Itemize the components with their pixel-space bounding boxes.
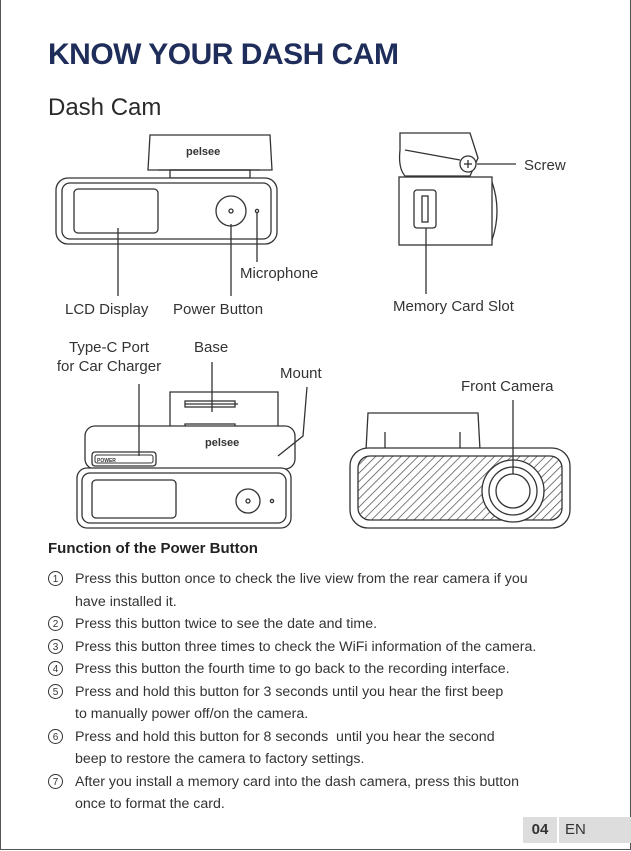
front-camera-label: Front Camera: [461, 378, 554, 395]
brand-logo: pelsee: [186, 146, 220, 158]
camera-with-mount: [76, 362, 308, 529]
type-c-port-label: Type-C Port for Car Charger: [50, 338, 168, 376]
step-item: 3 Press this button three times to check…: [48, 636, 608, 659]
base-label: Base: [194, 339, 229, 356]
power-button-label: Power Button: [173, 301, 264, 318]
step-text-line1: Press this button once to check the live…: [75, 571, 528, 587]
step-text-line2: once to format the card.: [75, 796, 225, 812]
camera-side-view: [398, 132, 516, 294]
dash-cam-diagram: pelsee POWER pelsee: [55, 132, 571, 529]
step-item: 4 Press this button the fourth time to g…: [48, 658, 608, 681]
camera-front-view: [55, 134, 278, 296]
step-number: 5: [48, 683, 63, 699]
brand-logo-mount: pelsee: [205, 437, 239, 449]
lcd-display-label: LCD Display: [65, 301, 149, 318]
step-text-line2: have installed it.: [75, 593, 177, 610]
memory-card-slot-label: Memory Card Slot: [393, 298, 514, 315]
step-number: 7: [48, 773, 63, 789]
function-title: Function of the Power Button: [48, 540, 258, 557]
step-item: 7 After you install a memory card into t…: [48, 771, 608, 816]
page-number: 04: [523, 817, 557, 843]
step-item: 1 Press this button once to check the li…: [48, 568, 608, 613]
type-c-port-label-line2: for Car Charger: [56, 358, 162, 375]
steps-list: 1 Press this button once to check the li…: [48, 568, 608, 816]
language-badge: EN: [559, 817, 631, 843]
step-number: 4: [48, 661, 63, 676]
step-item: 5 Press and hold this button for 3 secon…: [48, 681, 608, 726]
screw-label: Screw: [524, 157, 566, 174]
section-title: Dash Cam: [48, 94, 162, 121]
step-text-line1: Press this button twice to see the date …: [75, 616, 378, 632]
step-number: 2: [48, 616, 63, 631]
step-text-line1: Press and hold this button for 8 seconds…: [75, 728, 495, 745]
power-port-text: POWER: [97, 458, 116, 464]
step-text-line1: Press this button the fourth time to go …: [75, 661, 510, 677]
step-text-line2: to manually power off/on the camera.: [75, 706, 309, 722]
camera-rear-view: [349, 400, 571, 529]
step-text-line1: After you install a memory card into the…: [75, 773, 519, 790]
step-item: 6 Press and hold this button for 8 secon…: [48, 726, 608, 771]
microphone-label: Microphone: [240, 265, 319, 282]
step-number: 6: [48, 728, 63, 744]
step-number: 1: [48, 571, 63, 586]
step-number: 3: [48, 638, 63, 654]
step-item: 2 Press this button twice to see the dat…: [48, 613, 608, 636]
step-text-line1: Press this button three times to check t…: [75, 638, 537, 655]
page-title: KNOW YOUR DASH CAM: [48, 38, 399, 71]
step-text-line1: Press and hold this button for 3 seconds…: [75, 683, 504, 700]
type-c-port-label-line1: Type-C Port: [68, 339, 150, 356]
type-c-port: [94, 454, 154, 464]
step-text-line2: beep to restore the camera to factory se…: [75, 751, 365, 767]
mount-label: Mount: [280, 365, 322, 382]
